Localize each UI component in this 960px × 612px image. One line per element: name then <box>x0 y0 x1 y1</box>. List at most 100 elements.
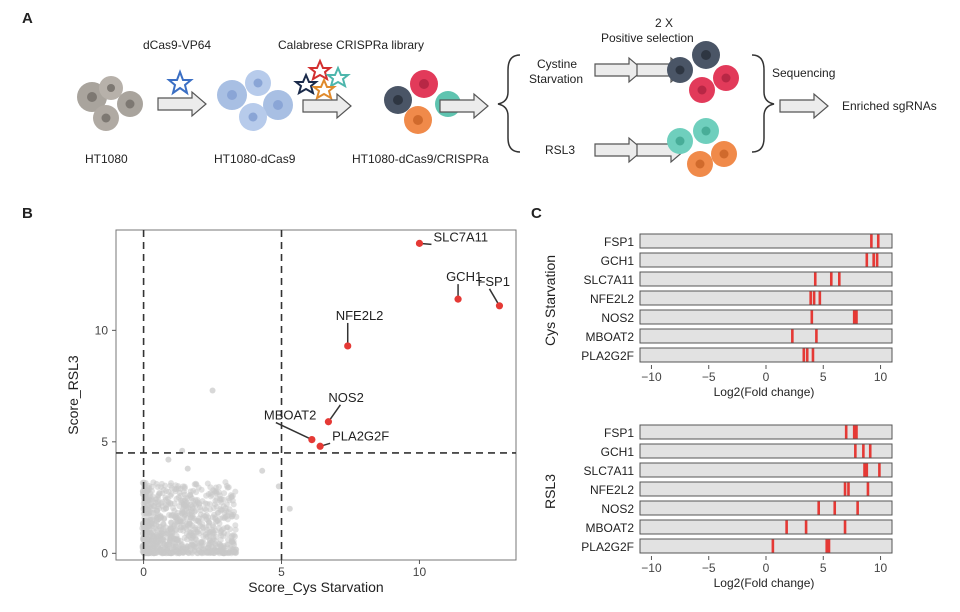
rsl3-gene-label: NFE2L2 <box>590 483 634 497</box>
cys-lfc-mark <box>838 272 841 286</box>
background-point <box>168 550 175 557</box>
background-point <box>172 527 179 534</box>
background-point <box>180 546 187 553</box>
background-point <box>155 516 162 523</box>
star-icon <box>311 77 337 101</box>
background-point <box>173 548 180 555</box>
cys-gene-label: MBOAT2 <box>586 330 635 344</box>
cys-gene-label: NFE2L2 <box>590 292 634 306</box>
panel-label-c: C <box>531 205 542 222</box>
background-point <box>223 501 230 508</box>
cell-cluster-ht1080 <box>77 76 143 131</box>
background-point <box>161 515 168 522</box>
highlight-point <box>415 239 424 247</box>
background-point <box>190 487 197 494</box>
background-point <box>215 489 222 496</box>
background-point <box>204 480 211 487</box>
rsl3-lfc-mark <box>843 482 847 496</box>
background-point <box>150 479 157 486</box>
rsl3-lfc-mark <box>825 539 829 553</box>
background-point <box>200 545 207 552</box>
rsl3-lfc-mark <box>854 444 857 458</box>
sequencing-label: Sequencing <box>772 66 836 80</box>
highlight-point <box>324 418 333 426</box>
cys-lfc-mark <box>855 310 858 324</box>
background-point <box>204 500 211 507</box>
background-point <box>222 479 229 486</box>
cys-lfc-mark <box>802 348 806 362</box>
background-point <box>217 542 224 549</box>
cys-lfc-mark <box>810 310 814 324</box>
background-point <box>168 511 175 518</box>
cell-cluster-rsl3 <box>667 118 737 177</box>
star-icon <box>293 72 319 96</box>
background-point <box>202 531 209 538</box>
rsl3-gene-bar <box>639 481 893 497</box>
highlight-point <box>344 342 352 350</box>
background-point <box>144 487 151 494</box>
highlight-point <box>454 295 462 303</box>
background-point <box>212 540 219 547</box>
brace-right <box>751 54 775 153</box>
arrow-icon <box>779 93 829 119</box>
background-point <box>181 512 188 519</box>
background-point <box>165 456 172 463</box>
background-point <box>149 498 156 505</box>
cys-lfc-mark <box>811 348 815 362</box>
background-point <box>225 484 232 491</box>
background-point <box>233 513 240 520</box>
cys-lfc-mark <box>870 234 873 248</box>
background-point <box>209 387 216 394</box>
background-point <box>143 495 150 502</box>
background-point <box>160 521 167 528</box>
background-point <box>187 501 194 508</box>
cys-x-tick-label: 5 <box>820 370 827 384</box>
cys-gene-label: NOS2 <box>601 311 634 325</box>
background-point <box>221 550 228 557</box>
background-point <box>198 486 205 493</box>
rsl3-gene-bar <box>639 443 893 459</box>
background-point <box>186 532 193 539</box>
background-point <box>221 490 228 497</box>
workflow-graphics <box>77 41 829 177</box>
rsl3-lfc-mark <box>847 482 850 496</box>
rsl3-gene-bar <box>639 424 893 440</box>
background-point <box>196 501 203 508</box>
y-tick-label: 0 <box>101 546 108 560</box>
rsl3-gene-label: NOS2 <box>601 502 634 516</box>
background-point <box>155 538 162 545</box>
y-tick-label: 5 <box>101 435 108 449</box>
background-point <box>181 483 188 490</box>
background-point <box>232 526 239 533</box>
background-point <box>140 510 147 517</box>
cys-gene-label: GCH1 <box>601 254 635 268</box>
background-point <box>163 505 170 512</box>
background-point <box>158 530 165 537</box>
background-point <box>146 519 153 526</box>
background-point <box>213 548 220 555</box>
panel-label-a: A <box>22 10 33 27</box>
background-point <box>210 523 217 530</box>
cys-x-axis-title: Log2(Fold change) <box>714 385 815 399</box>
background-point <box>217 506 224 513</box>
gene-label: SLC7A11 <box>433 229 488 244</box>
x-tick-label: 10 <box>413 565 427 579</box>
gene-label: MBOAT2 <box>264 408 317 423</box>
cys-gene-bar <box>639 233 893 249</box>
background-point <box>223 508 230 515</box>
cell-cluster-dcas9 <box>217 70 293 131</box>
background-point <box>229 532 236 539</box>
background-point <box>188 541 195 548</box>
cys-lfc-mark <box>809 291 812 305</box>
background-point <box>197 522 204 529</box>
background-point <box>177 492 184 499</box>
background-point <box>213 495 220 502</box>
background-point <box>197 511 204 518</box>
background-point <box>259 467 266 474</box>
step-label-dcas9: dCas9-VP64 <box>143 38 212 52</box>
cys-gene-bar <box>639 271 893 287</box>
cys-gene-label: PLA2G2F <box>581 349 634 363</box>
gene-label: NOS2 <box>328 390 363 405</box>
cys-x-tick-label: −5 <box>702 370 716 384</box>
cys-x-tick-label: 0 <box>763 370 770 384</box>
